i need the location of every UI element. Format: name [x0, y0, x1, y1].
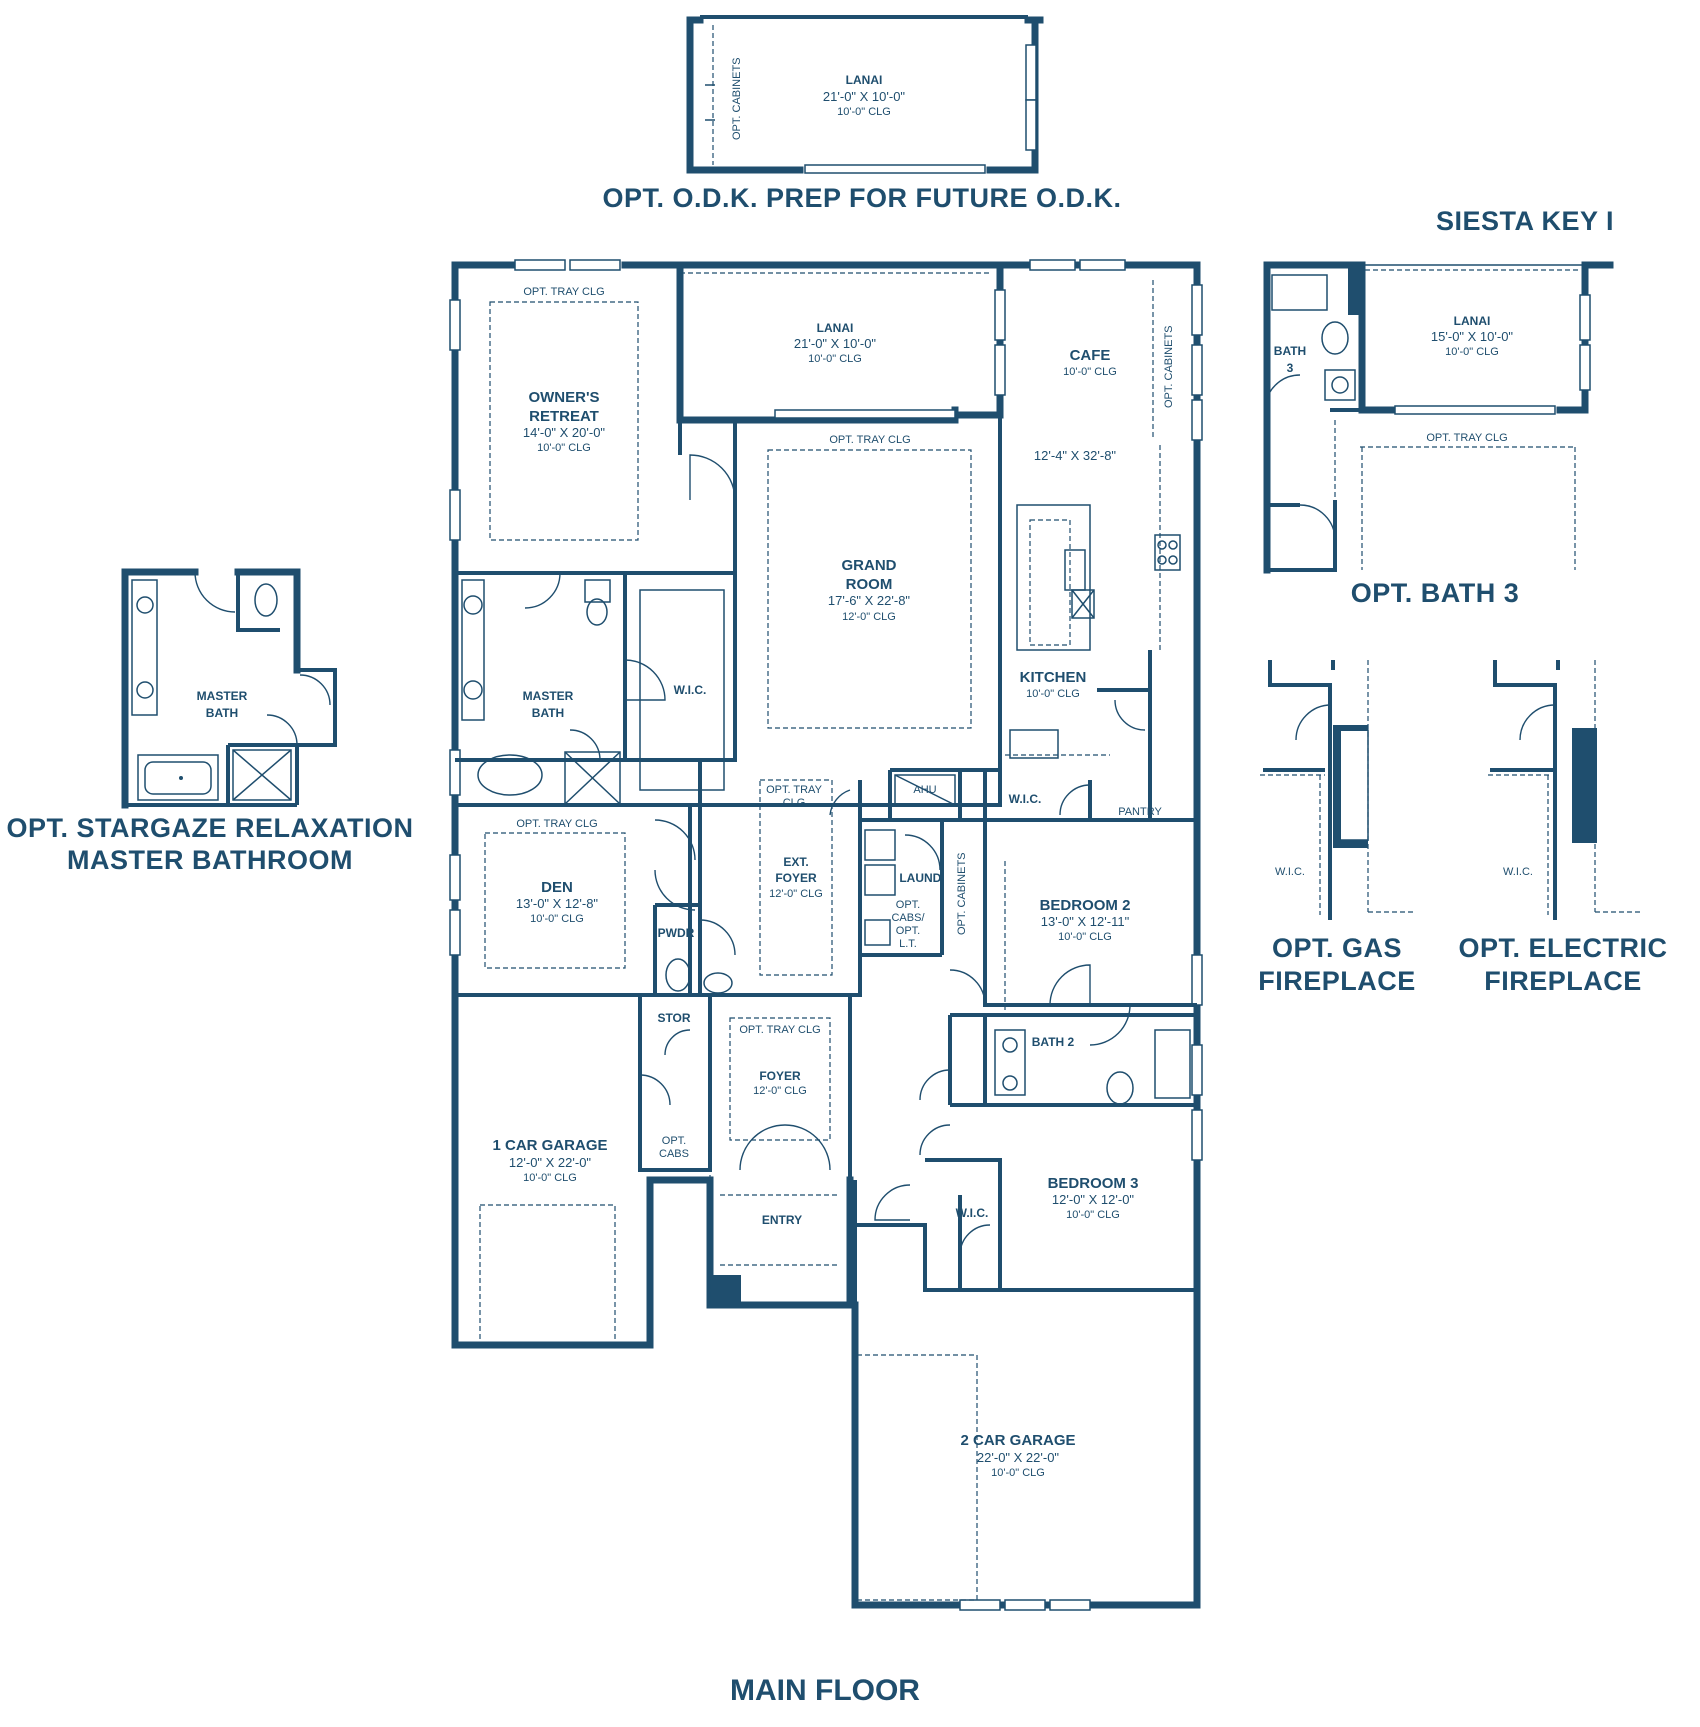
- den-dim: 13'-0" X 12'-8": [516, 896, 599, 911]
- stor-name: STOR: [657, 1011, 690, 1025]
- laundry-opt-3: OPT.: [896, 925, 920, 937]
- bedroom3-clg: 10'-0" CLG: [1066, 1209, 1120, 1221]
- lanai-name: LANAI: [817, 321, 854, 335]
- bath3-tray: OPT. TRAY CLG: [1426, 432, 1507, 444]
- electric-fireplace-title-1: OPT. ELECTRIC: [1458, 933, 1667, 963]
- ext-foyer-tray-2: CLG: [783, 797, 806, 809]
- grand-room-dim: 17'-6" X 22'-8": [828, 593, 911, 608]
- stargaze-bath-name-1: MASTER: [197, 689, 248, 703]
- garage2-name: 2 CAR GARAGE: [960, 1432, 1075, 1449]
- bath2-name: BATH 2: [1032, 1035, 1075, 1049]
- ext-foyer-tray-1: OPT. TRAY: [766, 784, 822, 796]
- bedroom3-dim: 12'-0" X 12'-0": [1052, 1192, 1135, 1207]
- main-floor-title: MAIN FLOOR: [730, 1674, 920, 1707]
- stargaze-title-1: OPT. STARGAZE RELAXATION: [6, 813, 413, 843]
- bath3-lanai-clg: 10'-0" CLG: [1445, 346, 1499, 358]
- stargaze-title-2: MASTER BATHROOM: [67, 845, 353, 875]
- kitchen-name: KITCHEN: [1020, 669, 1087, 686]
- foyer-tray: OPT. TRAY CLG: [739, 1024, 820, 1036]
- grand-room-tray: OPT. TRAY CLG: [829, 434, 910, 446]
- bedroom2-name: BEDROOM 2: [1040, 897, 1131, 914]
- stargaze-bath-name-2: BATH: [206, 706, 238, 720]
- opt-cabs-2: CABS: [659, 1148, 689, 1160]
- garage1-clg: 10'-0" CLG: [523, 1172, 577, 1184]
- pantry-name: PANTRY: [1118, 806, 1162, 818]
- bedroom2-clg: 10'-0" CLG: [1058, 931, 1112, 943]
- cafe-dim: 12'-4" X 32'-8": [1034, 448, 1117, 463]
- foyer-name: FOYER: [759, 1069, 801, 1083]
- pwdr-name: PWDR: [658, 926, 695, 940]
- odk-lanai-name: LANAI: [846, 73, 883, 87]
- bedroom3-name: BEDROOM 3: [1048, 1175, 1139, 1192]
- bedroom2-dim: 13'-0" X 12'-11": [1041, 914, 1130, 929]
- electric-fireplace-title-2: FIREPLACE: [1484, 966, 1642, 996]
- garage2-clg: 10'-0" CLG: [991, 1467, 1045, 1479]
- laundry-opt-1: OPT.: [896, 899, 920, 911]
- lanai-dim: 21'-0" X 10'-0": [794, 336, 877, 351]
- odk-option: OPT. CABINETS LANAI 21'-0" X 10'-0" 10'-…: [602, 15, 1121, 213]
- plan-title: SIESTA KEY I: [1436, 206, 1614, 236]
- odk-cabinets-label: OPT. CABINETS: [731, 57, 743, 140]
- garage1-name: 1 CAR GARAGE: [492, 1137, 607, 1154]
- lanai-clg: 10'-0" CLG: [808, 353, 862, 365]
- ext-foyer-clg: 12'-0" CLG: [769, 888, 823, 900]
- gas-fireplace-option: W.I.C. OPT. GAS FIREPLACE: [1258, 660, 1416, 996]
- gas-wic-label: W.I.C.: [1275, 866, 1305, 878]
- kitchen-clg: 10'-0" CLG: [1026, 688, 1080, 700]
- owners-retreat-tray: OPT. TRAY CLG: [523, 286, 604, 298]
- bath3-name-2: 3: [1287, 361, 1294, 375]
- gas-fireplace-title-2: FIREPLACE: [1258, 966, 1416, 996]
- odk-lanai-clg: 10'-0" CLG: [837, 106, 891, 118]
- cafe-name: CAFE: [1070, 347, 1111, 364]
- wic-master-name: W.I.C.: [674, 683, 707, 697]
- laundry-opt-4: L.T.: [899, 938, 917, 950]
- foyer-clg: 12'-0" CLG: [753, 1085, 807, 1097]
- stargaze-option: MASTER BATH OPT. STARGAZE RELAXATION MAS…: [6, 568, 413, 875]
- bath3-option: BATH 3 LANAI 15'-0" X 10'-0" 10'-0" CLG …: [1263, 261, 1614, 608]
- odk-option-title: OPT. O.D.K. PREP FOR FUTURE O.D.K.: [602, 183, 1121, 213]
- owners-retreat-name-1: OWNER'S: [528, 389, 599, 406]
- wic-bed3-name: W.I.C.: [956, 1206, 989, 1220]
- odk-lanai-dim: 21'-0" X 10'-0": [823, 89, 906, 104]
- entry-name: ENTRY: [762, 1213, 802, 1227]
- laundry-opt-2: CABS/: [891, 912, 925, 924]
- owners-retreat-dim: 14'-0" X 20'-0": [523, 425, 606, 440]
- garage2-dim: 22'-0" X 22'-0": [977, 1450, 1060, 1465]
- den-clg: 10'-0" CLG: [530, 913, 584, 925]
- laundry-name: LAUND.: [899, 871, 944, 885]
- bath3-lanai-name: LANAI: [1454, 314, 1491, 328]
- bath3-option-title: OPT. BATH 3: [1351, 578, 1520, 608]
- electric-wic-label: W.I.C.: [1503, 866, 1533, 878]
- garage1-dim: 12'-0" X 22'-0": [509, 1155, 592, 1170]
- wic-kitchen-name: W.I.C.: [1009, 792, 1042, 806]
- opt-cabs-1: OPT.: [662, 1135, 686, 1147]
- grand-room-name-2: ROOM: [846, 576, 893, 593]
- bath3-lanai-dim: 15'-0" X 10'-0": [1431, 329, 1514, 344]
- main-floor: LANAI 21'-0" X 10'-0" 10'-0" CLG OPT. TR…: [449, 259, 1203, 1611]
- den-tray: OPT. TRAY CLG: [516, 818, 597, 830]
- cafe-clg: 10'-0" CLG: [1063, 366, 1117, 378]
- cafe-cabinets: OPT. CABINETS: [1163, 325, 1175, 408]
- grand-room-name-1: GRAND: [842, 557, 897, 574]
- master-bath-name-2: BATH: [532, 706, 564, 720]
- gas-fireplace-title-1: OPT. GAS: [1272, 933, 1402, 963]
- master-bath-name-1: MASTER: [523, 689, 574, 703]
- ext-foyer-name-2: FOYER: [775, 871, 817, 885]
- owners-retreat-clg: 10'-0" CLG: [537, 442, 591, 454]
- den-name: DEN: [541, 879, 573, 896]
- ext-foyer-name-1: EXT.: [783, 855, 808, 869]
- electric-fireplace-option: W.I.C. OPT. ELECTRIC FIREPLACE: [1458, 660, 1667, 996]
- bath3-name-1: BATH: [1274, 344, 1306, 358]
- laundry-cabinets: OPT. CABINETS: [956, 852, 968, 935]
- ahu-name: AHU: [913, 784, 936, 796]
- owners-retreat-name-2: RETREAT: [529, 408, 599, 425]
- grand-room-clg: 12'-0" CLG: [842, 611, 896, 623]
